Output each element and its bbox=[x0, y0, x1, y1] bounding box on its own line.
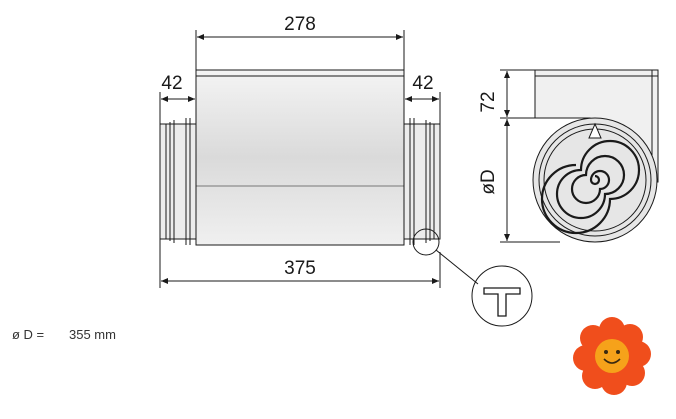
heater-body bbox=[195, 69, 405, 246]
sunflower-smiley-icon bbox=[573, 317, 651, 395]
dimension-body-length: 278 bbox=[284, 14, 316, 35]
diameter-spec-value: 355 mm bbox=[69, 327, 116, 342]
detail-callout-circle bbox=[412, 228, 440, 256]
diameter-spec-label: ø D = bbox=[12, 327, 45, 342]
dimension-right-spigot: 42 bbox=[412, 73, 433, 94]
dimension-lines bbox=[159, 30, 560, 288]
detail-magnified-circle bbox=[471, 265, 533, 327]
dimension-total-length: 375 bbox=[284, 258, 316, 279]
diameter-spec: ø D = 355 mm bbox=[12, 327, 116, 342]
side-view bbox=[159, 69, 533, 327]
end-view bbox=[532, 69, 659, 243]
t-profile-seal-detail-icon bbox=[483, 287, 521, 317]
heating-coil-spiral bbox=[540, 139, 641, 235]
left-spigot bbox=[159, 118, 197, 245]
dimension-diameter: øD bbox=[478, 169, 499, 194]
dimension-box-height: 72 bbox=[478, 91, 499, 112]
dimension-left-spigot: 42 bbox=[161, 73, 182, 94]
right-spigot bbox=[403, 118, 441, 245]
